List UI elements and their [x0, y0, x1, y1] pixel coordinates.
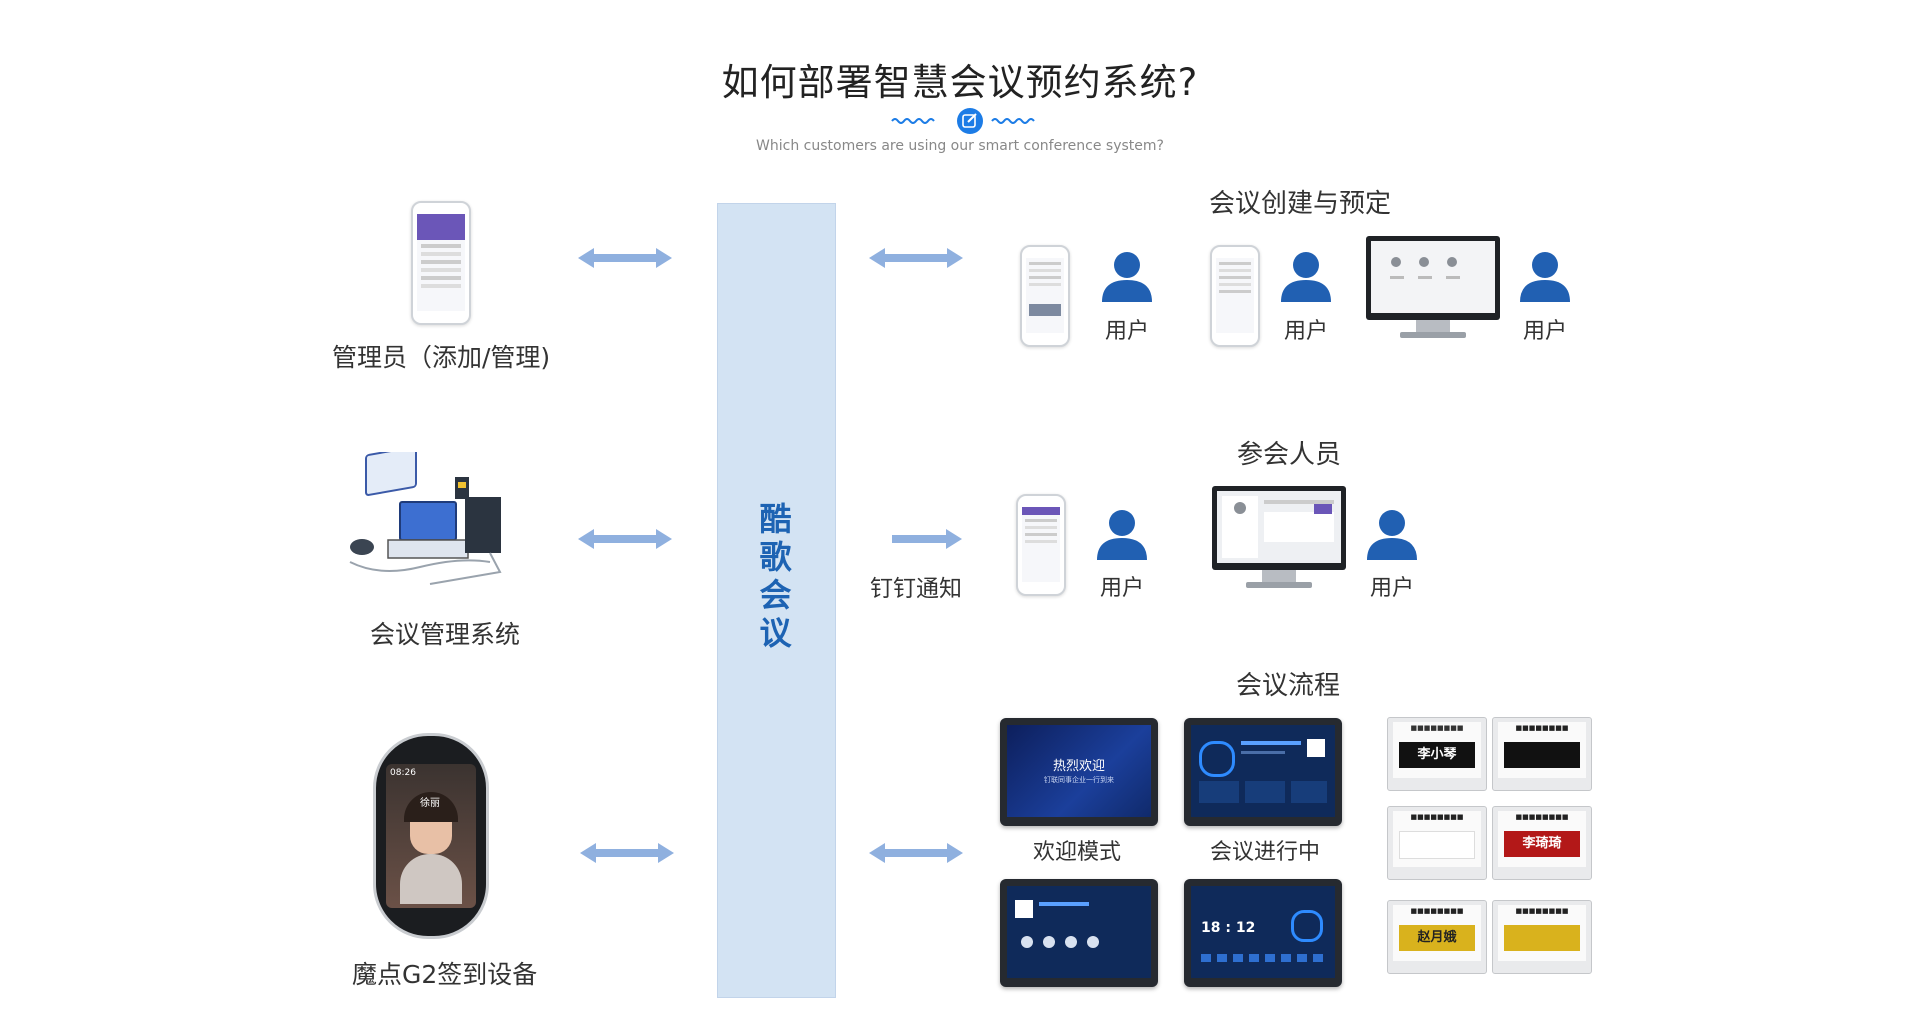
device-name-tag: 徐丽	[420, 798, 440, 809]
double-arrow-icon	[869, 843, 963, 863]
idle-clock-screen: 18 : 12	[1184, 879, 1342, 987]
platform-name: 酷 歌 会 议	[717, 500, 834, 652]
eink-badge: ■■■■■■■■	[1387, 806, 1487, 880]
user-icon	[1097, 510, 1147, 560]
eink-badge: ■■■■■■■■ 赵月娥	[1387, 900, 1487, 974]
flow-section-title: 会议流程	[1236, 671, 1341, 701]
system-label: 会议管理系统	[370, 620, 521, 649]
admin-phone-image	[411, 201, 471, 325]
double-arrow-icon	[578, 529, 672, 549]
booking-phone-image	[1020, 245, 1070, 347]
page-title: 如何部署智慧会议预约系统?	[721, 61, 1199, 104]
meeting-in-progress-caption: 会议进行中	[1210, 840, 1321, 865]
clock-time: 18 : 12	[1201, 920, 1256, 936]
checkin-device-image: 08:26 徐丽	[373, 733, 489, 939]
badge-name: 赵月娥	[1399, 925, 1475, 951]
attendees-section-title: 参会人员	[1237, 440, 1342, 470]
user-icon	[1367, 510, 1417, 560]
meeting-in-progress-screen	[1184, 718, 1342, 826]
booking-monitor-image	[1366, 236, 1500, 338]
platform-char: 歌	[759, 538, 792, 576]
management-system-illustration	[349, 452, 502, 585]
badge-name: 李琦琦	[1504, 831, 1580, 857]
welcome-subtext: 钉联同事企业一行到来	[1044, 776, 1114, 784]
platform-char: 会	[759, 576, 792, 614]
device-label: 魔点G2签到设备	[352, 960, 538, 989]
user-icon	[1102, 252, 1152, 302]
double-arrow-icon	[578, 248, 672, 268]
welcome-heading: 热烈欢迎	[1052, 759, 1105, 774]
checkin-screen	[1000, 879, 1158, 987]
platform-char: 议	[759, 614, 792, 652]
eink-badge: ■■■■■■■■	[1492, 900, 1592, 974]
platform-char: 酷	[759, 500, 792, 538]
central-platform-bar	[717, 203, 836, 998]
right-arrow-icon	[892, 529, 962, 549]
badge-name: 李小琴	[1399, 742, 1475, 768]
double-arrow-icon	[580, 843, 674, 863]
welcome-mode-caption: 欢迎模式	[1033, 840, 1122, 865]
user-label: 用户	[1370, 576, 1415, 601]
user-label: 用户	[1105, 319, 1150, 344]
title-decoration	[891, 108, 1035, 134]
double-arrow-icon	[869, 248, 963, 268]
attendee-phone-image	[1016, 494, 1066, 596]
eink-badge: ■■■■■■■■ 李琦琦	[1492, 806, 1592, 880]
edit-icon	[962, 113, 977, 128]
booking-phone-image	[1210, 245, 1260, 347]
eink-badge: ■■■■■■■■	[1492, 717, 1592, 791]
dingtalk-notify-label: 钉钉通知	[870, 576, 962, 602]
user-label: 用户	[1100, 576, 1145, 601]
attendee-monitor-image	[1212, 486, 1346, 588]
page-subtitle: Which customers are using our smart conf…	[756, 138, 1164, 154]
user-icon	[1520, 252, 1570, 302]
user-label: 用户	[1284, 319, 1329, 344]
user-label: 用户	[1523, 319, 1568, 344]
user-icon	[1281, 252, 1331, 302]
booking-section-title: 会议创建与预定	[1209, 189, 1392, 219]
welcome-mode-screen: 热烈欢迎 钉联同事企业一行到来	[1000, 718, 1158, 826]
eink-badge: ■■■■■■■■ 李小琴	[1387, 717, 1487, 791]
device-time: 08:26	[390, 768, 416, 778]
admin-label: 管理员（添加/管理)	[332, 343, 551, 372]
